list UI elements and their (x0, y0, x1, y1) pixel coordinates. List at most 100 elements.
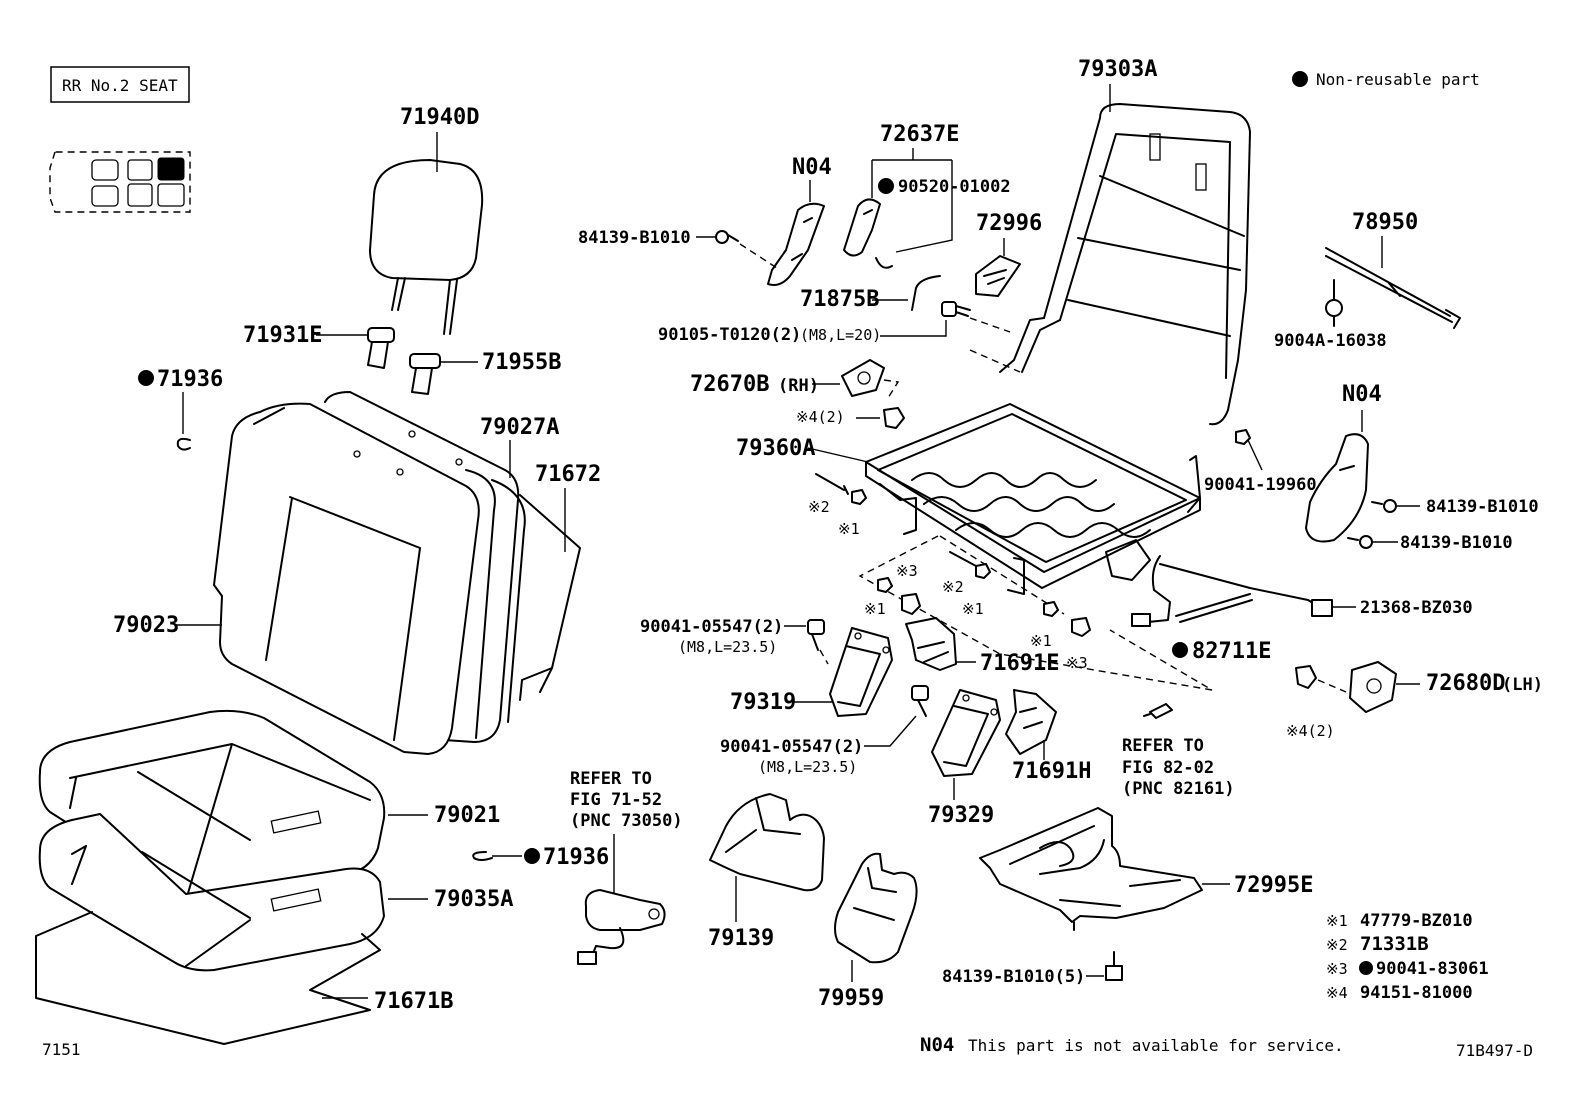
clip-71936 (176, 437, 191, 451)
label-x3-b: ※3 (1066, 654, 1088, 672)
label-90041-05547-a: 90041-05547(2) (640, 617, 783, 637)
label-79959: 79959 (818, 986, 884, 1011)
nut-x3-b (1071, 617, 1091, 637)
clip-71875B (911, 275, 941, 311)
note-part-number: 90041-83061 (1376, 959, 1489, 979)
screw-84139-c (1347, 535, 1373, 549)
section-title: RR No.2 SEAT (62, 76, 178, 95)
label-71936-b: 71936 (543, 845, 609, 870)
cover-79139 (709, 793, 825, 892)
label-71691H: 71691H (1012, 759, 1091, 784)
note-part-number: 94151-81000 (1360, 983, 1473, 1003)
connector-82161 (1143, 703, 1173, 719)
label-71936-a: 71936 (157, 367, 223, 392)
label-x4-b: ※4(2) (1286, 722, 1335, 740)
label-x1-d: ※1 (1030, 632, 1052, 650)
label-72670B: 72670B (690, 372, 769, 397)
note-mark: ※2 (1326, 936, 1348, 954)
label-90105-T0120: 90105-T0120(2) (658, 325, 801, 345)
screw-84139-a (715, 230, 739, 244)
label-90105-spec: (M8,L=20) (800, 326, 881, 344)
label-90520-01002: 90520-01002 (898, 177, 1011, 197)
nut-x4-a (883, 407, 905, 429)
seat-cushion-pad-79035A (38, 813, 385, 972)
label-90041-05547-a-spec: (M8,L=23.5) (678, 638, 777, 656)
tray-72995E (979, 807, 1203, 931)
label-79035A: 79035A (434, 887, 513, 912)
footer-n04-text: This part is not available for service. (968, 1036, 1344, 1055)
label-x4-a: ※4(2) (796, 408, 845, 426)
label-N04-b: N04 (1342, 382, 1382, 407)
label-72996: 72996 (976, 211, 1042, 236)
seat-back-frame-79303A (999, 103, 1251, 426)
label-84139-B1010-b: 84139-B1010 (1426, 497, 1539, 517)
seat-back-frame-pad (324, 391, 581, 743)
bracket-71691E (905, 617, 957, 671)
nut-x1-a (851, 489, 867, 505)
label-82711E: 82711E (1192, 639, 1271, 664)
seat-belt-buckle (577, 889, 666, 965)
nonreusable-dot-icon (878, 178, 894, 194)
label-79319: 79319 (730, 690, 796, 715)
label-x2-a: ※2 (808, 498, 830, 516)
bolt-90041-a (807, 619, 825, 651)
refer-71-52-line3: (PNC 73050) (570, 811, 683, 831)
harness-21368-BZ030 (1131, 555, 1333, 627)
note-part-number: 47779-BZ010 (1360, 911, 1473, 931)
bolt-90041-b (911, 685, 929, 717)
nut-x1-b (877, 577, 893, 593)
refer-82-02-line3: (PNC 82161) (1122, 779, 1235, 799)
seat-locator-icon (49, 151, 191, 213)
bracket-72637E (843, 198, 893, 269)
label-90041-05547-b-spec: (M8,L=23.5) (758, 758, 857, 776)
nonreusable-dot-icon (1292, 71, 1308, 87)
cover-79959 (834, 852, 918, 964)
label-71931E: 71931E (243, 323, 322, 348)
bolt-90105 (941, 301, 971, 317)
label-71691E: 71691E (980, 651, 1059, 676)
label-9004A-16038: 9004A-16038 (1274, 331, 1387, 351)
label-84139-B1010-c: 84139-B1010 (1400, 533, 1513, 553)
headrest (369, 159, 484, 335)
label-x3-a: ※3 (896, 562, 918, 580)
nonreusable-dot-icon (524, 848, 540, 864)
label-79139: 79139 (708, 926, 774, 951)
nut-x1-d (1043, 601, 1059, 617)
nonreusable-dot-icon (1172, 642, 1188, 658)
label-84139-B1010-a: 84139-B1010 (578, 228, 691, 248)
figure-code: 71B497-D (1456, 1041, 1533, 1060)
screw-9004A (1325, 279, 1343, 327)
note-mark: ※3 (1326, 960, 1348, 978)
pin-x2-b (949, 551, 977, 567)
seat-back-cover-79023 (213, 402, 480, 755)
hinge-72680D (1349, 661, 1397, 713)
cover-71691H (1005, 689, 1057, 755)
label-79303A: 79303A (1078, 57, 1157, 82)
label-79023: 79023 (113, 613, 179, 638)
label-79360A: 79360A (736, 436, 815, 461)
screw-84139-d (1105, 951, 1123, 981)
headrest-guide-71955B (409, 353, 441, 395)
cover-N04-right (1305, 433, 1369, 543)
footer-left-code: 7151 (42, 1040, 81, 1059)
seat-cushion-felt-71671B (35, 911, 381, 1045)
refer-82-02-line2: FIG 82-02 (1122, 758, 1214, 778)
refer-71-52-line1: REFER TO (570, 769, 652, 789)
label-x1-b: ※1 (864, 600, 886, 618)
label-72995E: 72995E (1234, 873, 1313, 898)
refer-71-52-line2: FIG 71-52 (570, 790, 662, 810)
note-part-number: 71331B (1360, 933, 1429, 955)
label-71940D: 71940D (400, 105, 479, 130)
label-x1-c: ※1 (962, 600, 984, 618)
hinge-72670B (841, 359, 885, 397)
nonreusable-dot-icon (138, 370, 154, 386)
nut-x4-b (1295, 665, 1317, 689)
nonreusable-dot-icon (1359, 961, 1373, 975)
label-N04-a: N04 (792, 155, 832, 180)
label-72680D: 72680D (1426, 671, 1505, 696)
note-mark: ※1 (1326, 912, 1348, 930)
label-71875B: 71875B (800, 287, 879, 312)
rod-78950 (1325, 247, 1461, 329)
